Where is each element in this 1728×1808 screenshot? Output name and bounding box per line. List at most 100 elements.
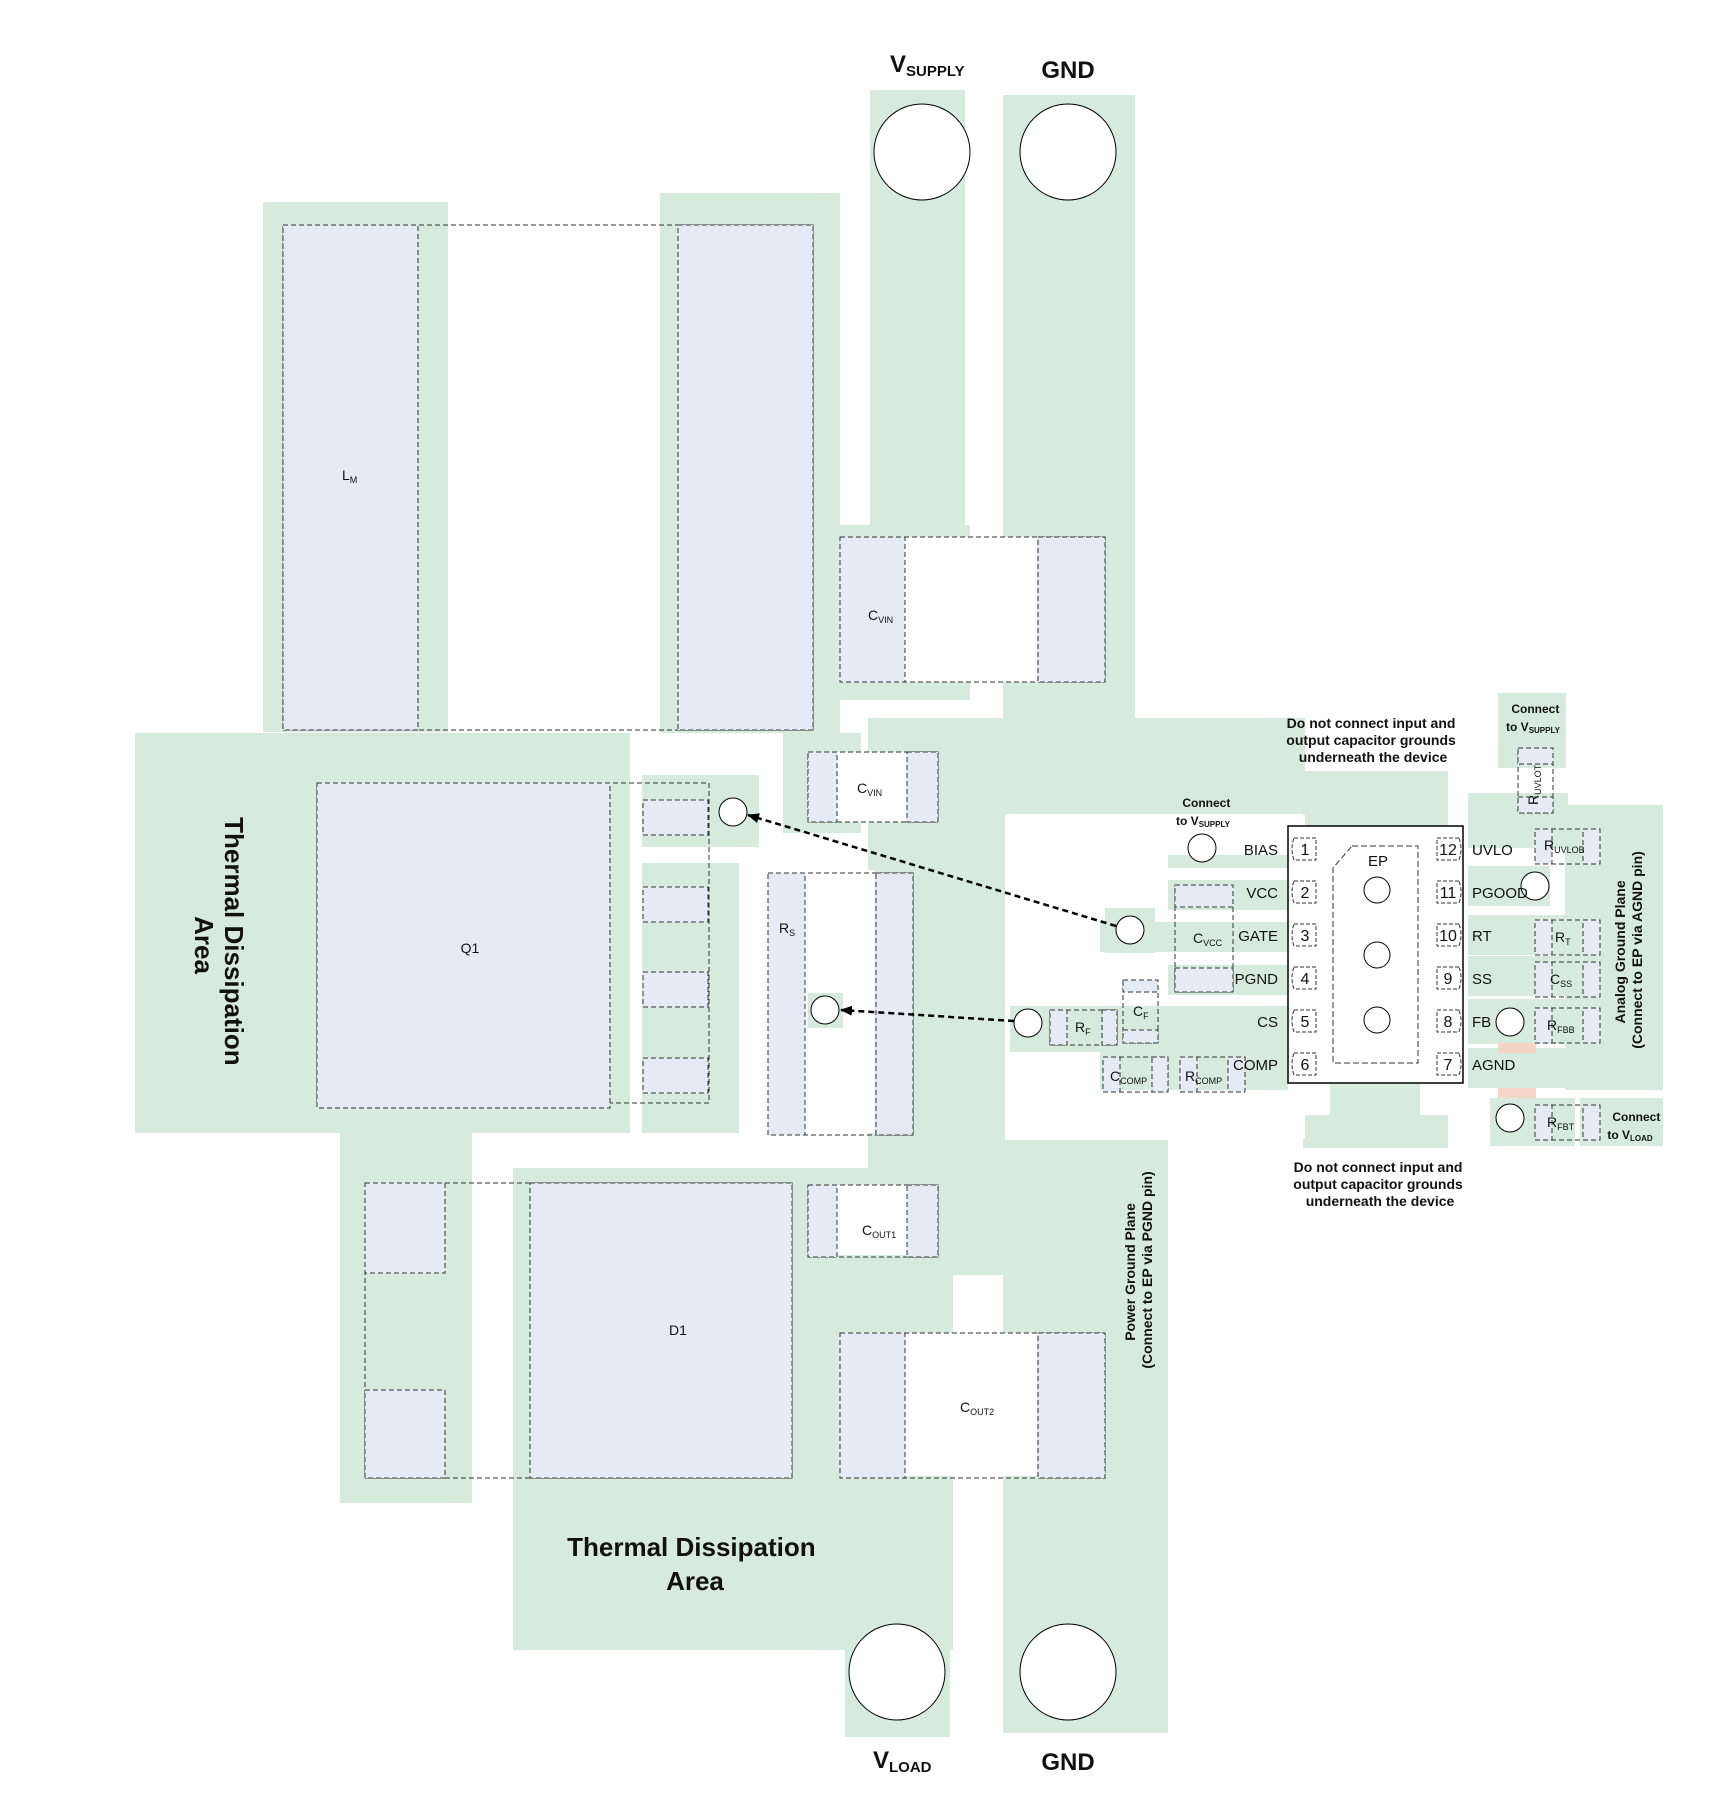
ep-outline <box>1332 845 1419 1064</box>
q1-source-pin-3 <box>642 1057 709 1094</box>
component-labels: LM Q1 D1 CVIN CVIN RS COUT1 COUT2 CVCC C… <box>342 467 1585 1417</box>
cs-arrow <box>840 1005 1015 1023</box>
d1-pad-bottom <box>364 1389 446 1479</box>
ic-pin-4-pad <box>1291 966 1317 990</box>
ic-pin-1-pad <box>1291 837 1317 861</box>
q1-gate-pin <box>642 799 709 836</box>
ic-pin-12-number: 12 <box>1439 842 1457 859</box>
cvin-mid-body <box>837 752 907 822</box>
cout1-body <box>837 1185 907 1255</box>
q1-source-pin-1 <box>642 886 709 923</box>
lm-pad-left <box>282 224 419 731</box>
ic-pin-11-number: 11 <box>1440 885 1457 902</box>
connect-vload: Connect to VLOAD <box>1607 1110 1663 1143</box>
label-rs: RS <box>779 920 795 938</box>
label-css: CSS <box>1550 971 1572 989</box>
ccomp-pad-left <box>1102 1056 1121 1093</box>
copper-ep-top <box>1303 771 1448 831</box>
footprints <box>282 224 1601 1479</box>
ruvlob-pad-left <box>1534 828 1553 865</box>
gnd-bottom-terminal <box>1019 1623 1117 1721</box>
lm-gap <box>448 225 660 730</box>
rs-pad-left <box>767 872 806 1136</box>
ic-pin-9-number: 9 <box>1444 971 1453 988</box>
copper-ep-bottom <box>1303 1115 1448 1148</box>
rs-via <box>810 995 840 1025</box>
cout2-pad-left <box>839 1332 906 1479</box>
label-cvin-top: CVIN <box>868 607 893 625</box>
rfbb-pad-left <box>1534 1007 1553 1044</box>
cvin-mid-pad-left <box>807 751 838 823</box>
rt-pad-left <box>1534 919 1553 956</box>
copper-gnd-top-strip <box>1003 95 1135 810</box>
ic-pin-7-pad <box>1436 1052 1462 1076</box>
note-bottom: Do not connect input and output capacito… <box>1293 1159 1466 1209</box>
ruvlot-pad-top <box>1517 747 1554 765</box>
d1-pad-main <box>529 1182 793 1479</box>
analog-ground-label: Analog Ground Plane (Connect to EP via A… <box>1612 851 1645 1049</box>
cout1-pad-right <box>906 1184 939 1258</box>
vload-label: VLOAD <box>873 1747 932 1776</box>
note-labels: Do not connect input and output capacito… <box>1176 702 1663 1209</box>
copper-cout-mid <box>845 1275 950 1335</box>
ic-pin-3-name: GATE <box>1238 928 1278 945</box>
ic-pin-9-pad <box>1436 966 1462 990</box>
connection-arrows <box>747 813 1117 1023</box>
cvin-mid-pad-right <box>906 751 939 823</box>
rf-pad-left <box>1049 1009 1068 1046</box>
ic-pin-6-number: 6 <box>1301 1057 1310 1074</box>
label-rcomp: RCOMP <box>1185 1068 1222 1086</box>
cout1-pad-left <box>807 1184 838 1258</box>
rf-pad-right <box>1101 1009 1118 1046</box>
rfb-highlight-top <box>1498 1043 1536 1053</box>
label-cout1: COUT1 <box>862 1222 896 1240</box>
cvin-top-pad-right <box>1037 536 1106 683</box>
label-rf: RF <box>1075 1019 1091 1037</box>
fb-via <box>1495 1007 1525 1037</box>
rfbt-pad-right <box>1582 1104 1601 1141</box>
gnd-bottom-label: GND <box>1041 1749 1094 1776</box>
ic-pin-7-name: AGND <box>1472 1057 1516 1074</box>
ic-pin-8-name: FB <box>1472 1014 1491 1031</box>
ic-pin-4-name: PGND <box>1235 971 1279 988</box>
label-q1: Q1 <box>461 940 480 956</box>
cout2-pad-right <box>1037 1332 1106 1479</box>
label-cvcc: CVCC <box>1193 930 1223 948</box>
label-cvin-mid: CVIN <box>857 780 882 798</box>
ccomp-pad-right <box>1151 1056 1169 1093</box>
ic-pin-1-number: 1 <box>1301 842 1310 859</box>
d1-outline <box>364 1182 793 1479</box>
css-pad-left <box>1534 961 1553 998</box>
terminals-and-vias <box>718 103 1550 1721</box>
ic-pin-10-pad <box>1436 923 1462 947</box>
terminal-labels: VSUPPLY GND VLOAD GND <box>873 51 1095 1776</box>
area-labels: Thermal Dissipation Area Thermal Dissipa… <box>189 817 1645 1596</box>
ic-pin-8-pad <box>1436 1009 1462 1033</box>
vsupply-label: VSUPPLY <box>890 51 965 80</box>
ic-pin-10-name: RT <box>1472 928 1492 945</box>
label-ccomp: CCOMP <box>1110 1068 1147 1086</box>
ic-pin-11-pad <box>1436 880 1462 904</box>
ic-pin-10-number: 10 <box>1439 928 1457 945</box>
ic-pin-3-pad <box>1291 923 1317 947</box>
power-ground-label: Power Ground Plane (Connect to EP via PG… <box>1122 1171 1155 1368</box>
rfbb-pad-right <box>1582 1007 1601 1044</box>
rfb-highlight-bottom <box>1498 1088 1536 1098</box>
label-ruvlot: RUVLOT <box>1525 764 1543 805</box>
rcomp-pad-left <box>1179 1056 1198 1093</box>
css-pad-right <box>1582 961 1601 998</box>
label-cf: CF <box>1133 1003 1149 1021</box>
label-d1: D1 <box>669 1322 687 1338</box>
ic-pin-9-name: SS <box>1472 971 1492 988</box>
label-ruvlob: RUVLOB <box>1544 837 1585 855</box>
cvin-top-body <box>905 537 1037 682</box>
rfbt-pad-left <box>1534 1104 1553 1141</box>
ep-via-1 <box>1363 876 1391 904</box>
ep-via-2 <box>1363 941 1391 969</box>
gate-arrow <box>747 813 1117 928</box>
cs-via <box>1013 1008 1043 1038</box>
